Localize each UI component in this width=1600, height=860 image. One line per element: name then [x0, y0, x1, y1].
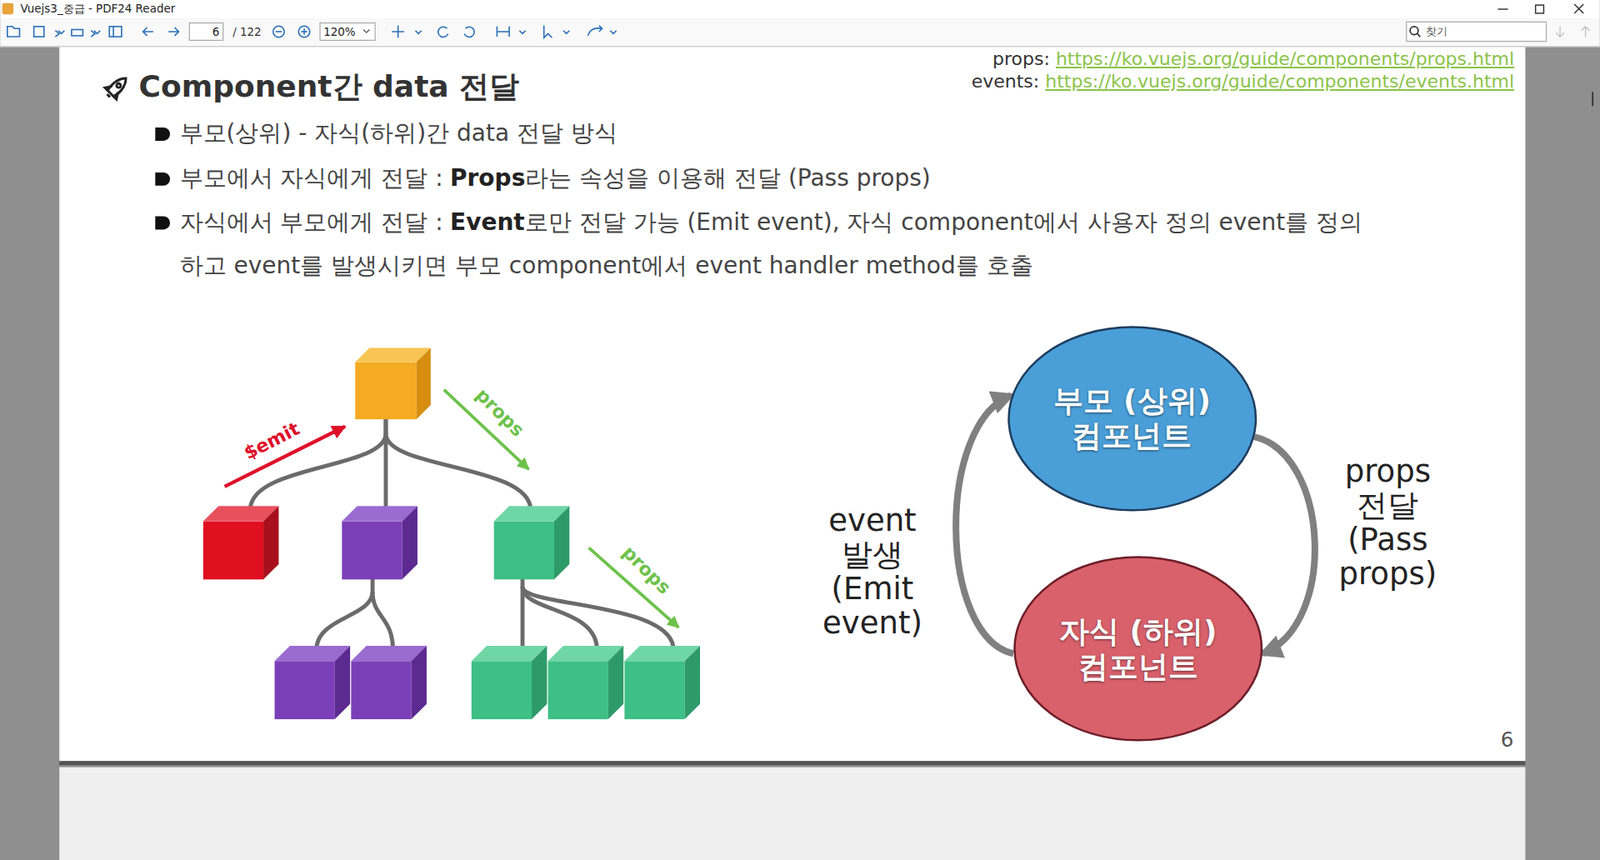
scrollbar	[1591, 91, 1594, 106]
toolbar-icons	[7, 25, 617, 39]
reference-url: https://ko.vuejs.org/guide/components/ev…	[1045, 70, 1515, 92]
bullet-line: 부모에서 자식에게 전달 :Props라는 속성을 이용해 전달 (Pass p…	[180, 156, 1380, 200]
next-pdf-page	[59, 767, 1525, 860]
curved-arrow	[1254, 436, 1315, 654]
edge-label: event 발생 (Emit event)	[810, 503, 935, 640]
bullet-text: 부모(상위) - 자식(하위)간 data 전달 방식	[180, 119, 618, 147]
slide-title: Component간 data 전달	[139, 66, 520, 108]
curved-arrow	[955, 395, 1014, 654]
title-bar	[0, 0, 1600, 19]
bullet-markers	[155, 127, 170, 230]
toolbar-border	[0, 45, 1600, 47]
window-controls	[1497, 4, 1584, 14]
search-nav	[1555, 26, 1590, 37]
edge-label: props 전달 (Pass props)	[1325, 454, 1450, 591]
rocket-icon	[102, 72, 132, 102]
app-icon	[2, 3, 14, 15]
search-icon	[1410, 26, 1420, 37]
page-count: / 122	[232, 25, 262, 38]
bullet-emphasis: Props	[450, 164, 525, 192]
bullet-text: 라는 속성을 이용해 전달 (Pass props)	[525, 164, 930, 192]
bullet-text: 자식에서 부모에게 전달 :	[180, 208, 444, 236]
cube-blocks	[203, 347, 700, 720]
search-box	[1406, 21, 1547, 41]
bullet-text: 부모에서 자식에게 전달 :	[180, 164, 444, 192]
window-title: Vuejs3_중급 - PDF24 Reader	[20, 1, 175, 17]
bullet-line: 자식에서 부모에게 전달 :Event로만 전달 가능 (Emit event)…	[180, 200, 1380, 288]
reference-line: props:https://ko.vuejs.org/guide/compone…	[971, 47, 1515, 70]
zoom-select-box	[320, 23, 375, 41]
node-label: 부모 (상위) 컴포넌트	[1042, 383, 1222, 454]
pdf-page	[59, 46, 1525, 761]
reference-line: events:https://ko.vuejs.org/guide/compon…	[971, 70, 1515, 93]
component-ellipse: 자식 (하위) 컴포넌트	[1013, 555, 1264, 742]
page-number: 6	[212, 25, 220, 38]
node-label: 자식 (하위) 컴포넌트	[1048, 614, 1228, 685]
zoom-dropdown-arrow	[363, 30, 370, 34]
toolbar	[0, 18, 1600, 47]
search-placeholder: 찾기	[1425, 24, 1448, 40]
zoom-value: 120%	[323, 25, 355, 38]
tree-lines	[250, 413, 674, 650]
page-edge	[59, 760, 1525, 765]
page-number-footer: 6	[1500, 726, 1515, 751]
page-input-box	[189, 23, 223, 41]
component-ellipse: 부모 (상위) 컴포넌트	[1007, 325, 1258, 512]
reference-name: events:	[971, 70, 1040, 92]
reference-url: https://ko.vuejs.org/guide/components/pr…	[1055, 48, 1515, 70]
bullet-emphasis: Event	[450, 208, 525, 236]
reference-name: props:	[992, 48, 1050, 70]
reference-links: props:https://ko.vuejs.org/guide/compone…	[971, 47, 1515, 93]
bullet-line: 부모(상위) - 자식(하위)간 data 전달 방식	[180, 111, 1380, 155]
